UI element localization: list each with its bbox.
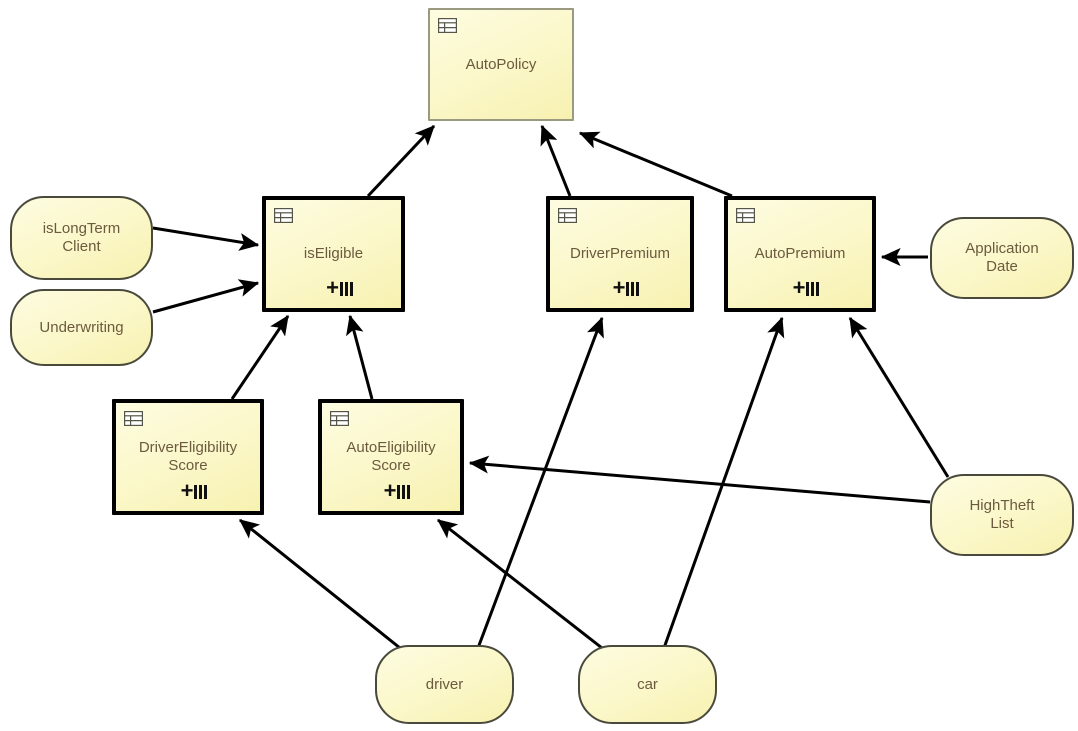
- table-icon: [558, 208, 577, 224]
- node-label: HighTheft List: [969, 497, 1035, 532]
- edge-car-to-autoPremium: [662, 316, 785, 649]
- node-label: car: [637, 675, 658, 693]
- node-driver[interactable]: driver: [375, 645, 514, 724]
- table-icon: [438, 18, 457, 34]
- table-icon: [274, 208, 293, 224]
- node-applicationDate[interactable]: Application Date: [930, 217, 1074, 299]
- node-underwriting[interactable]: Underwriting: [10, 289, 153, 366]
- edge-isEligible-to-autoPolicy: [366, 124, 436, 198]
- edge-autoEligibilityScore-to-isEligible: [346, 314, 374, 400]
- node-highTheftList[interactable]: HighTheft List: [930, 474, 1074, 556]
- node-label: isLongTerm Client: [42, 220, 121, 255]
- node-label: AutoPolicy: [465, 55, 537, 73]
- node-label: Underwriting: [39, 318, 124, 336]
- hit-policy-marks: +: [322, 480, 460, 502]
- node-autoPolicy[interactable]: AutoPolicy: [428, 8, 574, 121]
- table-icon: [330, 411, 349, 427]
- node-label: DriverEligibility Score: [138, 439, 238, 474]
- node-label: AutoPremium: [754, 245, 846, 263]
- node-isEligible[interactable]: isEligible +: [262, 196, 405, 312]
- node-driverEligibilityScore[interactable]: DriverEligibility Score +: [112, 399, 264, 515]
- edge-driver-to-driverEligibilityScore: [239, 518, 401, 650]
- node-label: DriverPremium: [569, 245, 670, 263]
- edge-isLongTermClient-to-isEligible: [152, 226, 260, 251]
- edge-driverEligibilityScore-to-isEligible: [230, 315, 290, 400]
- node-autoEligibilityScore[interactable]: AutoEligibility Score +: [318, 399, 464, 515]
- node-car[interactable]: car: [578, 645, 717, 724]
- edge-underwriting-to-isEligible: [152, 279, 260, 314]
- edge-car-to-autoEligibilityScore: [437, 518, 603, 650]
- edge-highTheftList-to-autoEligibilityScore: [468, 455, 931, 504]
- node-driverPremium[interactable]: DriverPremium +: [546, 196, 694, 312]
- node-label: driver: [425, 675, 464, 693]
- hit-policy-marks: +: [116, 480, 260, 502]
- hit-policy-marks: +: [728, 277, 872, 299]
- node-label: isEligible: [303, 245, 364, 263]
- hit-policy-marks: +: [550, 277, 690, 299]
- edge-driverPremium-to-autoPolicy: [540, 124, 572, 197]
- table-icon: [124, 411, 143, 427]
- node-label: Application Date: [965, 240, 1039, 275]
- hit-policy-marks: +: [266, 277, 401, 299]
- node-isLongTermClient[interactable]: isLongTerm Client: [10, 196, 153, 280]
- table-icon: [736, 208, 755, 224]
- edge-driver-to-driverPremium: [476, 316, 604, 649]
- node-label: AutoEligibility Score: [346, 439, 436, 474]
- edge-autoPremium-to-autoPolicy: [578, 131, 733, 198]
- edge-highTheftList-to-autoPremium: [848, 316, 950, 478]
- node-autoPremium[interactable]: AutoPremium +: [724, 196, 876, 312]
